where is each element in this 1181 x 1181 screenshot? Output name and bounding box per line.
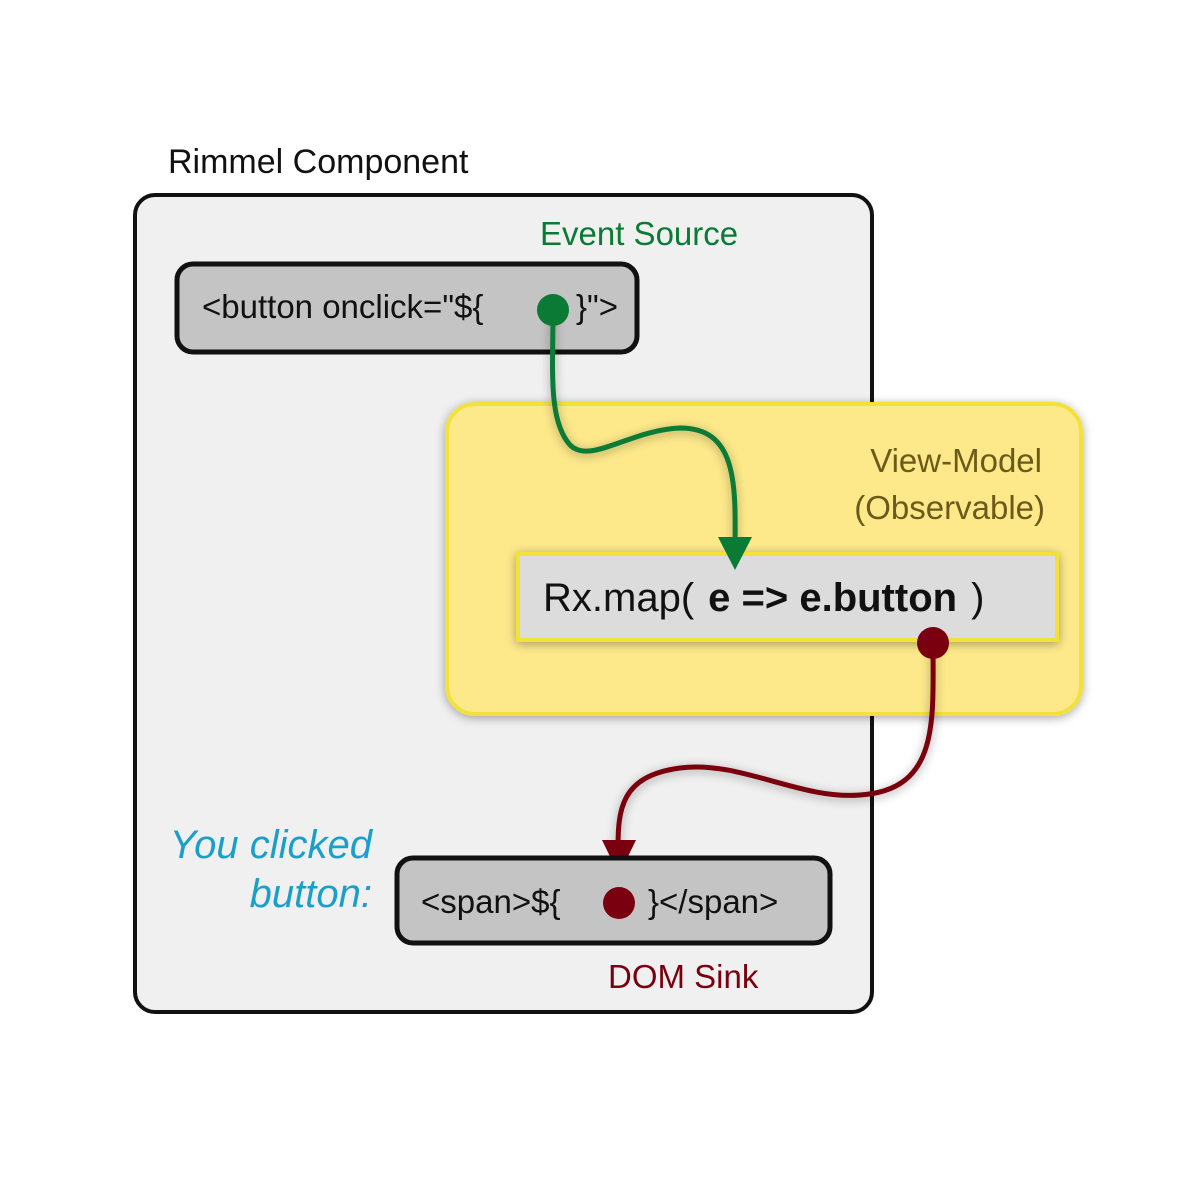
view-model-label-1: View-Model bbox=[870, 442, 1042, 479]
event-source-label: Event Source bbox=[540, 215, 738, 252]
sink-flow-arrow bbox=[615, 642, 936, 851]
component-title: Rimmel Component bbox=[168, 143, 469, 181]
map-code-text: Rx.map( e => e.button) bbox=[543, 576, 984, 620]
span-code-open: <span>${ bbox=[421, 883, 560, 920]
view-model-label-2: (Observable) bbox=[854, 489, 1045, 526]
map-code-box bbox=[516, 552, 1059, 642]
event-source-dot bbox=[537, 294, 569, 326]
span-code-close: }</span> bbox=[648, 883, 778, 920]
map-code-bold: e => e.button bbox=[708, 576, 957, 620]
view-model-output-dot bbox=[917, 627, 949, 659]
event-flow-arrowhead bbox=[718, 537, 752, 570]
map-code-suffix: ) bbox=[971, 576, 984, 620]
event-flow-arrow bbox=[550, 310, 738, 546]
button-code-box bbox=[174, 261, 640, 355]
annotation-line-2: button: bbox=[250, 872, 372, 916]
button-code-close: }"> bbox=[576, 288, 618, 325]
dom-sink-label: DOM Sink bbox=[608, 958, 759, 995]
dom-sink-dot bbox=[603, 887, 635, 919]
annotation-line-1: You clicked bbox=[170, 823, 374, 867]
map-code-prefix: Rx.map( bbox=[543, 576, 695, 620]
button-code-open: <button onclick="${ bbox=[202, 288, 483, 325]
